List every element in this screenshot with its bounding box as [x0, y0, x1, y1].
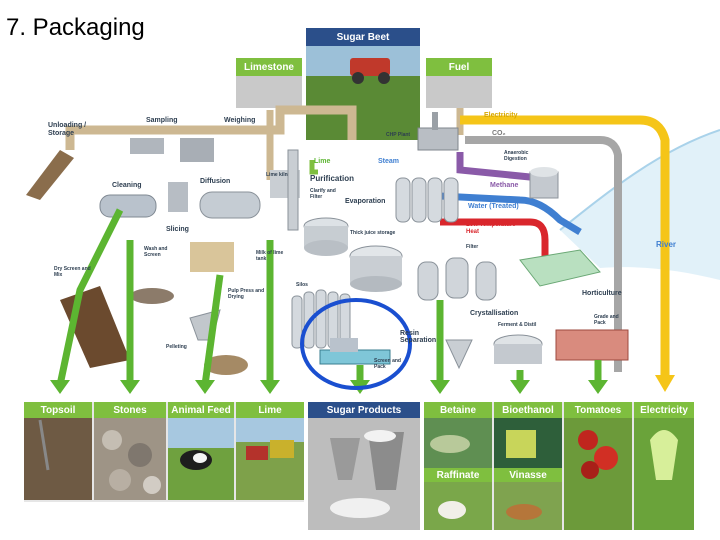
product-vinasse: Vinasse: [494, 468, 562, 482]
steam-label: Steam: [378, 158, 400, 165]
pulp-press-label: Pulp Press and Drying: [228, 288, 265, 300]
methane-line: [456, 152, 541, 182]
dry-screen-label: Dry Screen and Mix: [54, 266, 91, 278]
product-tomatoes: Tomatoes: [564, 402, 632, 418]
fuel-label: Fuel: [448, 61, 470, 73]
horticulture-label: Horticulture: [582, 290, 622, 297]
clarify-filter-label: Clarify and Filter: [310, 188, 336, 200]
product-animal-feed: Animal Feed: [168, 402, 234, 418]
pelleting-label: Pelleting: [166, 344, 187, 350]
silos-label: Silos: [296, 282, 308, 288]
grade-pack-label: Grade and Pack: [594, 314, 619, 326]
lime-flow-label: Lime: [314, 158, 331, 165]
beet-pipe: [65, 105, 357, 150]
co2-line: [465, 136, 622, 372]
electricity-line: [460, 115, 670, 375]
filter-label: Filter: [466, 244, 479, 250]
product-sugar: Sugar Products: [308, 402, 420, 418]
product-electricity: Electricity: [634, 402, 694, 418]
water-line: [439, 192, 582, 236]
heat-line: [440, 218, 549, 258]
resin-separation-label: Resin Separation: [400, 330, 437, 344]
slicing-label: Slicing: [166, 226, 189, 233]
weighing-label: Weighing: [224, 117, 256, 124]
chp-plant-label: CHP Plant: [386, 132, 411, 138]
unloading-label: Unloading / Storage: [48, 122, 87, 137]
ferment-label: Ferment & Distil: [498, 322, 537, 328]
sugar-beet-label: Sugar Beet: [336, 31, 390, 43]
methane-flow-label: Methane: [490, 182, 519, 189]
product-betaine: Betaine: [424, 402, 492, 418]
arrow-heads: [50, 380, 608, 394]
anaerobic-label: Anaerobic Digestion: [504, 150, 529, 162]
milk-of-lime-label: Milk of lime tank: [256, 250, 284, 262]
product-stones: Stones: [94, 402, 166, 418]
lime-kiln-label: Lime kiln: [266, 172, 288, 178]
co2-flow-label: CO₂: [492, 130, 506, 137]
purification-label: Purification: [310, 174, 355, 183]
highlight-circle: [300, 298, 412, 390]
cleaning-label: Cleaning: [112, 182, 142, 189]
river-edge: [559, 129, 720, 231]
wash-screen-label: Wash and Screen: [144, 246, 168, 258]
heat-flow-label: Low Temperature Heat: [466, 222, 516, 235]
sampling-label: Sampling: [146, 117, 178, 124]
page-title: 7. Packaging: [6, 14, 145, 41]
product-lime: Lime: [236, 402, 304, 418]
product-topsoil: Topsoil: [24, 402, 92, 418]
electricity-flow-label: Electricity: [484, 112, 518, 119]
product-bioethanol: Bioethanol: [494, 402, 562, 418]
river-label: River: [656, 240, 677, 249]
limestone-label: Limestone: [243, 61, 294, 73]
chp-plant: [417, 127, 459, 151]
product-raffinate: Raffinate: [424, 468, 492, 482]
thick-juice-label: Thick juice storage: [350, 230, 396, 236]
screen-pack-label: Screen and Pack: [374, 358, 401, 370]
crystallisation-label: Crystallisation: [470, 310, 519, 317]
diffusion-label: Diffusion: [200, 178, 231, 185]
river: [560, 130, 720, 280]
product-photos: [24, 402, 694, 530]
evaporation-label: Evaporation: [345, 198, 386, 205]
water-flow-label: Water (Treated): [468, 203, 519, 210]
